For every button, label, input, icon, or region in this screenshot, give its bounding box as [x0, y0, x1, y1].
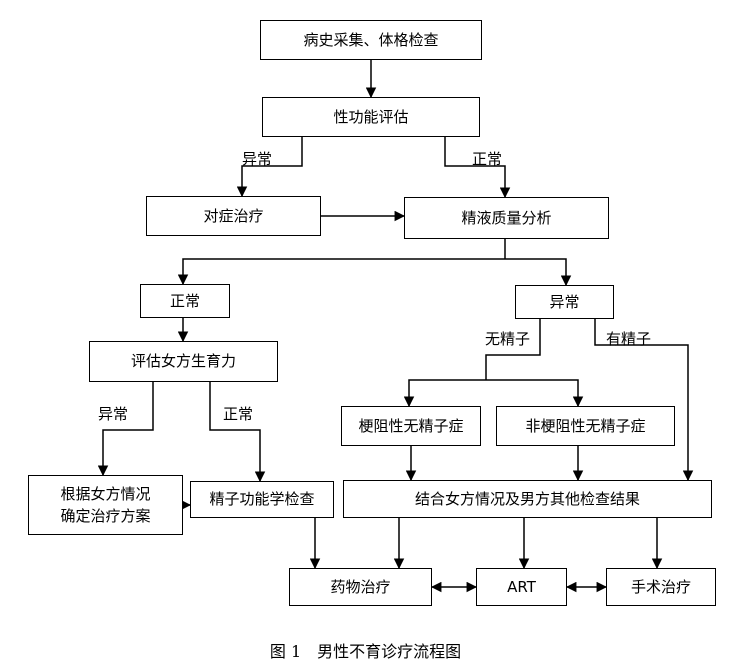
edge-female-to-spermfn: [209, 382, 266, 483]
edge-label-sexfunc-abnormal: 异常: [242, 150, 273, 168]
node-symptomatic: 对症治疗: [146, 196, 321, 236]
node-abnormal: 异常: [515, 285, 614, 319]
node-history-exam: 病史采集、体格检查: [260, 20, 482, 60]
edge-abnormal-to-azoo: [485, 319, 541, 380]
edge-abnormal-to-combined: [594, 319, 694, 482]
node-sperm-function: 精子功能学检查: [190, 481, 334, 518]
edge-label-sexfunc-normal: 正常: [472, 150, 503, 168]
node-combined: 结合女方情况及男方其他检查结果: [343, 480, 712, 518]
edge-azoo-to-nonobstructive: [486, 379, 584, 408]
edge-female-to-plan: [97, 382, 154, 477]
node-art-label: ART: [507, 577, 536, 596]
node-drug-label: 药物治疗: [330, 577, 391, 596]
node-female-fertility-label: 评估女方生育力: [130, 352, 236, 371]
node-history-exam-label: 病史采集、体格检查: [303, 30, 439, 49]
node-combined-label: 结合女方情况及男方其他检查结果: [414, 489, 640, 508]
node-semen-analysis-label: 精液质量分析: [461, 208, 552, 227]
figure-caption: 图 1 男性不育诊疗流程图: [269, 642, 462, 661]
node-drug: 药物治疗: [289, 568, 432, 606]
node-obstructive: 梗阻性无精子症: [341, 406, 481, 446]
node-female-fertility: 评估女方生育力: [89, 341, 278, 382]
edge-label-female-normal: 正常: [223, 405, 254, 423]
node-surgery: 手术治疗: [606, 568, 716, 606]
node-non-obstructive-label: 非梗阻性无精子症: [525, 416, 646, 435]
edge-sexfunc-to-symptomatic: [236, 137, 303, 198]
node-art: ART: [476, 568, 567, 606]
edge-split-to-normal: [177, 258, 505, 286]
edge-label-female-abnormal: 异常: [98, 405, 129, 423]
node-normal-label: 正常: [169, 291, 200, 310]
node-surgery-label: 手术治疗: [630, 577, 691, 596]
node-symptomatic-label: 对症治疗: [203, 206, 264, 225]
node-abnormal-label: 异常: [549, 292, 580, 311]
node-non-obstructive: 非梗阻性无精子症: [496, 406, 675, 446]
node-female-based-plan: 根据女方情况 确定治疗方案: [28, 475, 183, 535]
node-obstructive-label: 梗阻性无精子症: [358, 416, 464, 435]
edge-sexfunc-to-semen: [444, 137, 511, 199]
node-sexual-function-label: 性功能评估: [333, 107, 409, 126]
edge-azoo-to-obstructive: [403, 379, 486, 408]
node-sperm-function-label: 精子功能学检查: [209, 490, 315, 509]
node-sexual-function: 性功能评估: [262, 97, 480, 137]
edge-label-has-sperm: 有精子: [606, 330, 652, 348]
node-female-based-plan-label: 根据女方情况 确定治疗方案: [60, 484, 151, 526]
edge-split-to-abnormal: [505, 258, 572, 287]
node-normal: 正常: [140, 284, 230, 318]
node-semen-analysis: 精液质量分析: [404, 197, 609, 239]
edge-label-azoospermia: 无精子: [485, 330, 531, 348]
